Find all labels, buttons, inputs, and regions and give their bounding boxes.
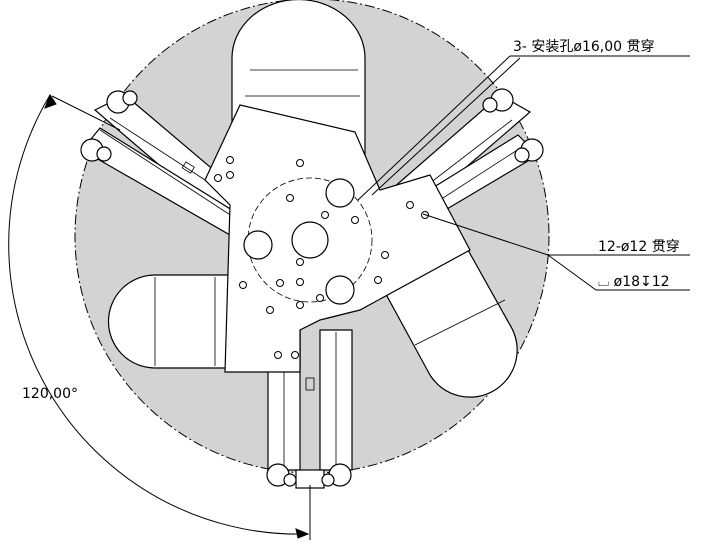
through-hole-note: 12-ø12 贯穿	[598, 239, 680, 255]
finger-upper-left	[80, 90, 256, 236]
counterbore-note: ⌴ ø18↧12	[598, 274, 670, 290]
angle-label: 120,00°	[22, 386, 78, 402]
leader-lines	[357, 55, 690, 291]
center-plate	[204, 104, 471, 373]
angle-dimension	[8, 93, 311, 540]
mount-hole-note: 3- 安装孔ø16,00 贯穿	[513, 39, 655, 55]
through-holes	[214, 156, 429, 359]
